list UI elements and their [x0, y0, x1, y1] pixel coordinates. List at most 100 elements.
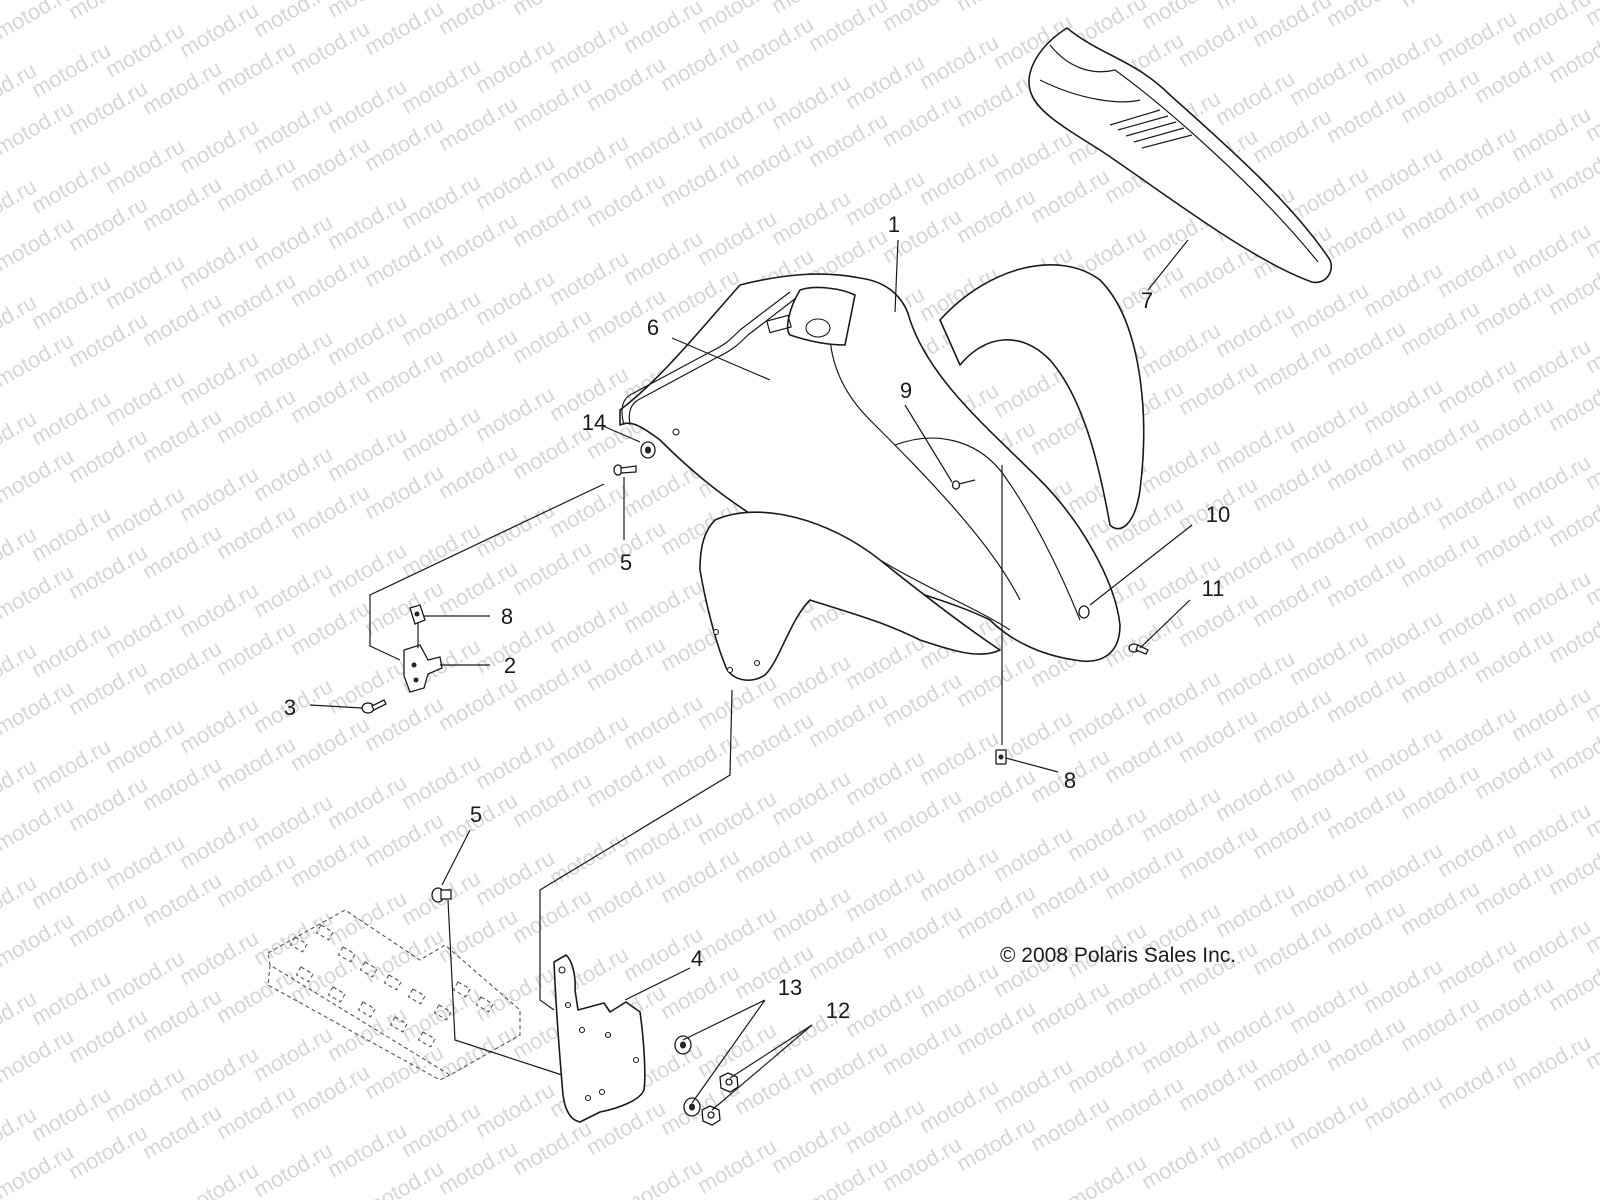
watermark-text: motod.ru — [1470, 275, 1558, 340]
watermark-text: motod.ru — [1433, 121, 1521, 186]
watermark-text: motod.ru — [878, 667, 966, 732]
leader-lines — [309, 239, 1193, 1111]
watermark-text: motod.ru — [619, 109, 707, 174]
watermark-text: motod.ru — [1470, 739, 1558, 804]
watermark-text: motod.ru — [693, 1133, 781, 1198]
watermark-text: motod.ru — [1211, 877, 1299, 942]
watermark-text: motod.ru — [1359, 25, 1447, 90]
watermark-text: motod.ru — [1507, 449, 1595, 514]
callout-labels: 1 2 3 4 5 5 6 7 8 8 9 10 11 12 13 14 — [284, 212, 1230, 1023]
watermark-text: motod.ru — [989, 1053, 1077, 1118]
watermark-text: motod.ru — [952, 995, 1040, 1060]
callout-7: 7 — [1141, 288, 1153, 313]
watermark-text: motod.ru — [138, 55, 226, 120]
watermark-text: motod.ru — [27, 849, 115, 914]
watermark-text: motod.ru — [952, 879, 1040, 944]
watermark-text: motod.ru — [1359, 141, 1447, 206]
watermark-text: motod.ru — [1322, 431, 1410, 496]
watermark-text: motod.ru — [138, 983, 226, 1048]
watermark-text: motod.ru — [1433, 237, 1521, 302]
watermark-text: motod.ru — [1322, 779, 1410, 844]
watermark-text: motod.ru — [1322, 547, 1410, 612]
watermark-text: motod.ru — [693, 785, 781, 850]
watermark-text: motod.ru — [1174, 355, 1262, 420]
watermark-text: motod.ru — [1026, 975, 1114, 1040]
watermark-text: motod.ru — [212, 151, 300, 216]
watermark-text: motod.ru — [1322, 1011, 1410, 1076]
watermark-text: motod.ru — [101, 945, 189, 1010]
watermark-text: motod.ru — [138, 635, 226, 700]
watermark-text: motod.ru — [1248, 799, 1336, 864]
watermark-text: motod.ru — [582, 863, 670, 928]
watermark-text: motod.ru — [249, 1021, 337, 1086]
watermark-text: motod.ru — [27, 37, 115, 102]
watermark-text: motod.ru — [619, 689, 707, 754]
watermark-text: motod.ru — [175, 577, 263, 642]
watermark-text: motod.ru — [1248, 451, 1336, 516]
watermark-text: motod.ru — [212, 383, 300, 448]
watermark-text: motod.ru — [64, 1119, 152, 1184]
watermark-text: motod.ru — [730, 1055, 818, 1120]
mud-flap — [553, 954, 646, 1123]
front-fender — [619, 264, 1145, 681]
watermark-text: motod.ru — [1174, 1051, 1262, 1116]
watermark-text: motod.ru — [138, 1099, 226, 1164]
watermark-text: motod.ru — [323, 421, 411, 486]
watermark-text: motod.ru — [1248, 567, 1336, 632]
watermark-text: motod.ru — [212, 499, 300, 564]
watermark-text: motod.ru — [138, 403, 226, 468]
watermark-text: motod.ru — [175, 0, 263, 62]
watermark-text: motod.ru — [0, 1023, 78, 1088]
watermark-text: motod.ru — [64, 307, 152, 372]
watermark-text: motod.ru — [1211, 1109, 1299, 1174]
watermark-text: motod.ru — [360, 1039, 448, 1104]
watermark-text: motod.ru — [27, 965, 115, 1030]
watermark-text: motod.ru — [915, 725, 1003, 790]
watermark-text: motod.ru — [249, 905, 337, 970]
watermark-text: motod.ru — [1174, 7, 1262, 72]
watermark-text: motod.ru — [471, 149, 559, 214]
watermark-text: motod.ru — [0, 211, 78, 276]
watermark-text: motod.ru — [175, 229, 263, 294]
watermark-text: motod.ru — [1396, 63, 1484, 128]
screw-9 — [951, 479, 976, 490]
watermark-text: motod.ru — [878, 0, 966, 36]
watermark-text: motod.ru — [1285, 857, 1373, 922]
watermark-text: motod.ru — [508, 767, 596, 832]
watermark-text: motod.ru — [434, 0, 522, 40]
watermark-text: motod.ru — [1396, 527, 1484, 592]
watermark-text: motod.ru — [1433, 1049, 1521, 1114]
watermark-text: motod.ru — [1026, 1091, 1114, 1156]
watermark-text: motod.ru — [212, 847, 300, 912]
watermark-text: motod.ru — [1174, 819, 1262, 884]
watermark-text: motod.ru — [64, 771, 152, 836]
watermark-text: motod.ru — [397, 1097, 485, 1162]
watermark-text: motod.ru — [249, 441, 337, 506]
watermark-text: motod.ru — [0, 443, 78, 508]
watermark-text: motod.ru — [804, 0, 892, 56]
watermark-text: motod.ru — [249, 325, 337, 390]
watermark-text: motod.ru — [323, 305, 411, 370]
watermark-text: motod.ru — [1396, 991, 1484, 1056]
watermark-text: motod.ru — [915, 145, 1003, 210]
watermark-text: motod.ru — [878, 899, 966, 964]
watermark-text: motod.ru — [101, 713, 189, 778]
watermark-text: motod.ru — [693, 205, 781, 270]
watermark-text: motod.ru — [1137, 1013, 1225, 1078]
watermark-text: motod.ru — [397, 285, 485, 350]
watermark-text: motod.ru — [212, 267, 300, 332]
watermark-text: motod.ru — [1063, 1033, 1151, 1098]
watermark-text: motod.ru — [397, 401, 485, 466]
clip-8-lower — [995, 749, 1007, 765]
watermark-text: motod.ru — [27, 1081, 115, 1146]
footwell-outline — [267, 909, 521, 1081]
watermark-text: motod.ru — [323, 1117, 411, 1182]
watermark-text: motod.ru — [804, 919, 892, 984]
watermark-text: motod.ru — [1507, 681, 1595, 746]
watermark-text: motod.ru — [1322, 895, 1410, 960]
watermark-text: motod.ru — [1285, 161, 1373, 226]
watermark-text: motod.ru — [1359, 257, 1447, 322]
watermark-text: motod.ru — [1211, 413, 1299, 478]
watermark-text: motod.ru — [434, 323, 522, 388]
watermark-text: motod.ru — [397, 981, 485, 1046]
